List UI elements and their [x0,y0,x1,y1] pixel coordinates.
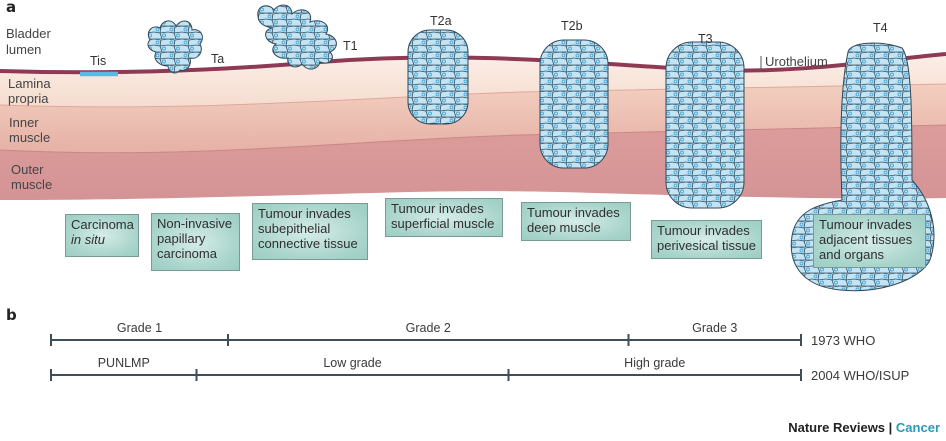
description-line: in situ [71,232,105,247]
urothelium-line [0,52,946,75]
description-line: Tumour invades [258,206,351,221]
description-line: deep muscle [527,220,601,235]
description-box-t1: Tumour invades subepithelial connective … [252,203,368,260]
journal-section: Cancer [895,420,940,435]
outer-muscle-label: Outer [11,162,44,177]
inner-muscle-label-2: muscle [9,130,50,145]
grade-segment-label: Grade 3 [692,321,737,335]
description-line: Tumour invades [391,201,484,216]
description-line: Tumour invades [527,205,620,220]
journal-name: Nature Reviews [788,420,886,435]
footer-separator: | [885,420,896,435]
lamina-propria-layer [0,56,946,107]
stage-label-t2b: T2b [561,19,583,33]
grade-segment-label: Grade 2 [406,321,451,335]
description-line: perivesical tissue [657,238,756,253]
lamina-propria-label-2: propria [8,91,49,106]
lamina-propria-label: Lamina [8,76,51,91]
inner-muscle-label: Inner [9,115,39,130]
description-line: Non-invasive [157,216,233,231]
description-box-t3: Tumour invades perivesical tissue [651,220,762,259]
stage-label-t2a: T2a [430,14,452,28]
t1-tumour [257,4,337,70]
bladder-lumen-label-2: lumen [6,42,41,57]
description-line: connective tissue [258,236,358,251]
t2a-tumour [407,29,469,125]
urothelium-label: Urothelium [765,54,828,69]
layer-divider [0,124,946,154]
bladder-lumen-label: Bladder [6,26,51,41]
grading-timelines: Grade 1 Grade 2 Grade 3 1973 WHO PUNLMP Low g… [50,321,909,383]
grading-system-name: 1973 WHO [811,333,875,348]
description-line: adjacent tissues [819,232,913,247]
description-box-t4: Tumour invades adjacent tissues and orga… [813,214,926,268]
description-line: Tumour invades [819,217,912,232]
grade-segment-label: Grade 1 [117,321,162,335]
stage-label-tis: Tis [90,54,106,68]
grade-segment-label: PUNLMP [98,356,150,370]
t3-tumour [665,41,745,209]
grading-system-name: 2004 WHO/ISUP [811,368,909,383]
grade-segment-label: Low grade [323,356,381,370]
description-box-ta: Non-invasive papillary carcinoma [151,213,240,271]
outer-muscle-label-2: muscle [11,177,52,192]
description-line: papillary [157,231,206,246]
stage-label-t3: T3 [698,32,713,46]
stage-label-t4: T4 [873,21,888,35]
description-line: Tumour invades [657,223,750,238]
journal-footer: Nature Reviews | Cancer [788,420,940,435]
description-line: subepithelial [258,221,331,236]
description-line: carcinoma [157,246,217,261]
description-box-t2b: Tumour invades deep muscle [521,202,631,241]
t2b-tumour [539,39,609,169]
panel-a-letter: a [6,0,16,16]
description-line: and organs [819,247,885,262]
description-box-t2a: Tumour invades superficial muscle [385,198,503,237]
description-box-tis: Carcinoma in situ [65,214,139,257]
panel-b-letter: b [6,306,17,324]
description-line: Carcinoma [71,217,134,232]
ta-tumour [147,20,203,74]
layer-divider [0,83,946,108]
stage-label-ta: Ta [211,52,224,66]
stage-label-t1: T1 [343,39,358,53]
description-line: superficial muscle [391,216,495,231]
grade-segment-label: High grade [624,356,685,370]
